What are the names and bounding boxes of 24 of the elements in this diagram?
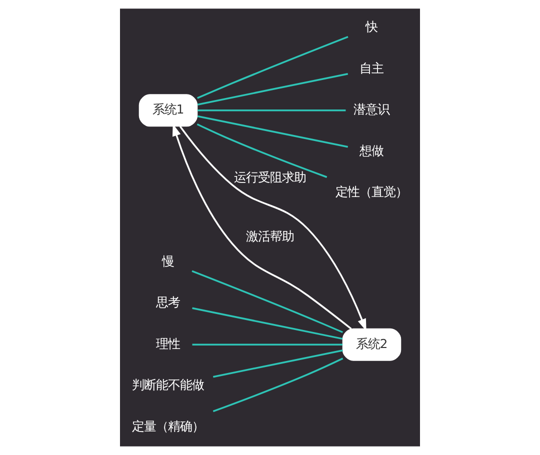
connector bbox=[192, 344, 343, 346]
node-text: 理性 bbox=[156, 336, 180, 351]
edge-label: 运行受阻求助 bbox=[234, 170, 306, 185]
node-text: 判断能不能做 bbox=[132, 378, 204, 392]
connector bbox=[198, 110, 346, 112]
connector bbox=[197, 36, 348, 99]
connector bbox=[212, 349, 343, 378]
connector bbox=[212, 358, 344, 412]
connector bbox=[196, 123, 328, 178]
node-text: 思考 bbox=[156, 296, 180, 310]
node-text: 想做 bbox=[360, 144, 384, 158]
connector bbox=[197, 115, 348, 148]
node-text: 慢 bbox=[162, 254, 174, 268]
node-text: 自主 bbox=[360, 61, 384, 76]
edge-label: 激活帮助 bbox=[246, 229, 294, 244]
connector bbox=[197, 73, 348, 106]
node-text: 定性（直觉） bbox=[336, 185, 408, 200]
node-text: 潜意识 bbox=[354, 102, 390, 117]
connector bbox=[192, 307, 343, 340]
node-box: 系统1 bbox=[138, 94, 198, 127]
node-box: 系统2 bbox=[342, 328, 402, 361]
node-text: 快 bbox=[366, 20, 378, 34]
node-text: 定量（精确） bbox=[132, 419, 204, 434]
connector bbox=[192, 270, 343, 334]
